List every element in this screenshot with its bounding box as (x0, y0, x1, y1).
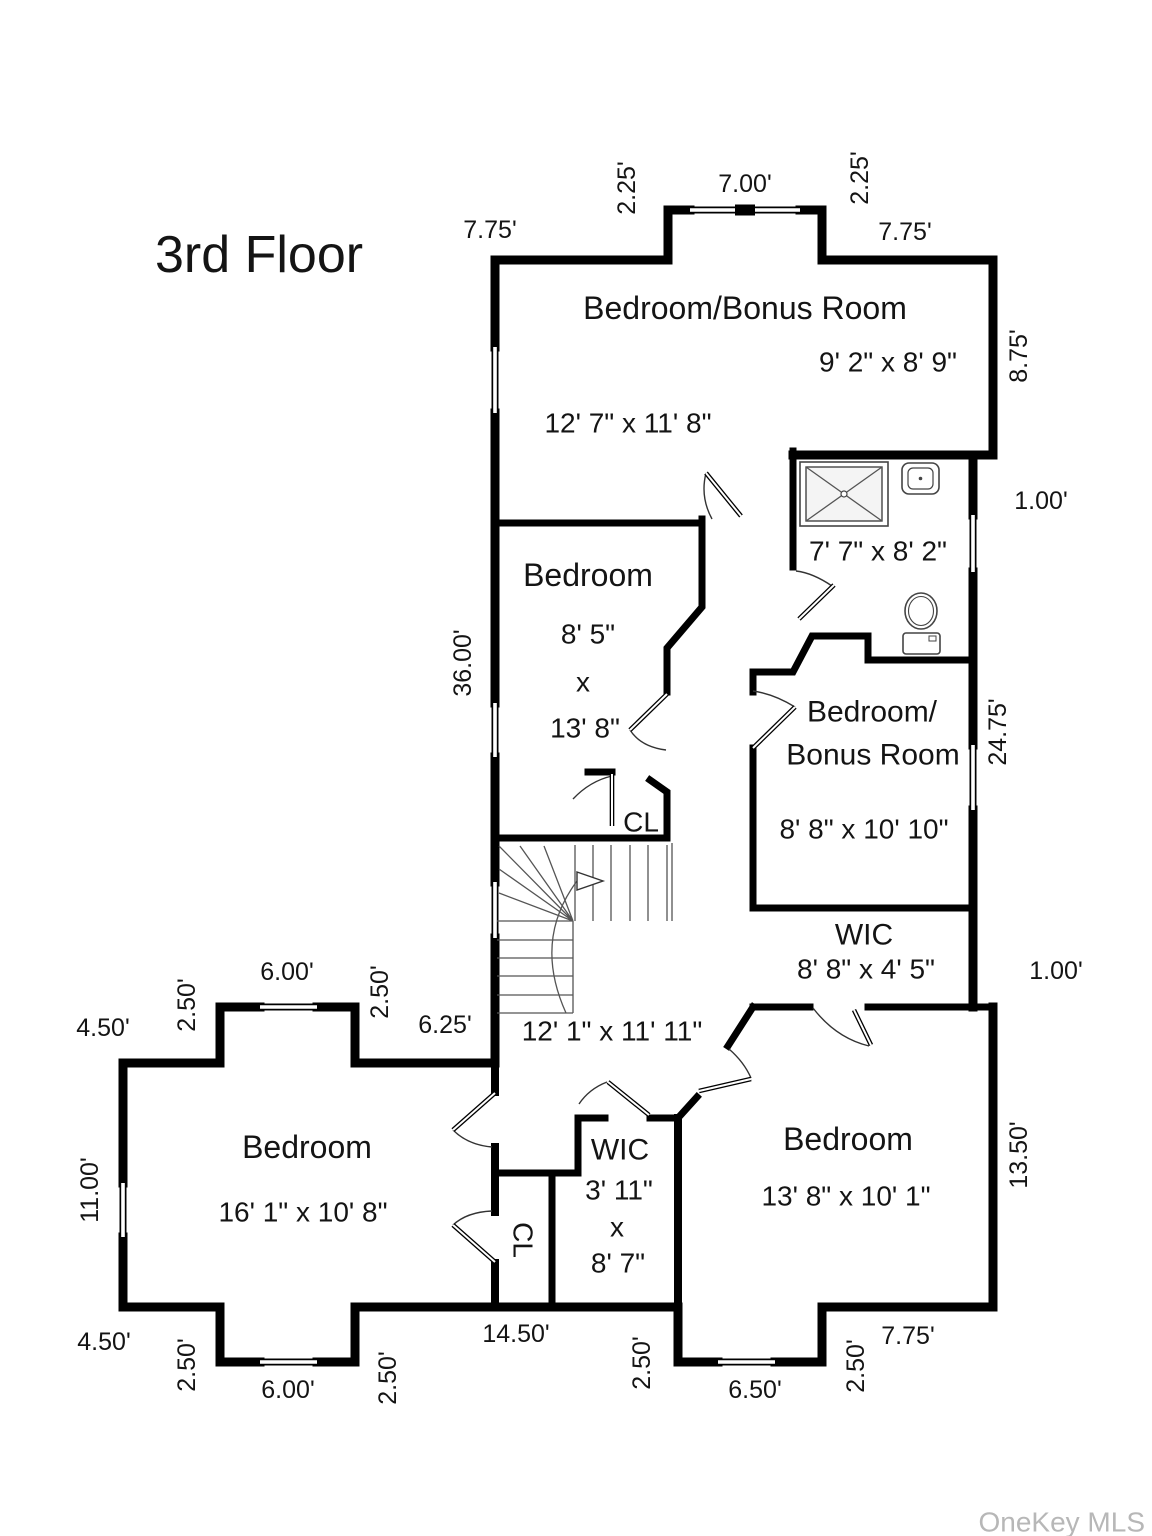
interior-walls (491, 447, 997, 1366)
room-dim-bedroom-left: 16' 1" x 10' 8" (218, 1197, 387, 1228)
dim-left-1100: 11.00' (76, 1157, 104, 1222)
window-top-bay (690, 204, 800, 216)
room-label-bedroom-left: Bedroom (242, 1129, 372, 1165)
room-dim-bedroom-mid-l: 13' 8" (550, 713, 620, 744)
dim-right-100-lower: 1.00' (1029, 957, 1082, 985)
door-hall-top (703, 471, 743, 520)
room-label-closet-bottom: CL (508, 1222, 539, 1258)
dim-bot-775: 7.75' (881, 1322, 934, 1350)
room-dim-bedroom-mid-w: 8' 5" (561, 619, 615, 650)
room-label-bedroom-mid: Bedroom (523, 557, 653, 593)
door-wic-bottom (578, 1080, 651, 1117)
shower-icon (799, 461, 889, 527)
dim-bl-top-250-left: 2.50' (173, 978, 201, 1031)
dim-right-2475: 24.75' (984, 698, 1012, 765)
dim-bot-250-a: 2.50' (173, 1338, 201, 1391)
room-label-bonus-top: Bedroom/Bonus Room (583, 290, 907, 326)
toilet-icon (902, 592, 941, 655)
room-label-wic-right: WIC (835, 919, 893, 952)
dim-bot-1450: 14.50' (482, 1320, 549, 1348)
room-dim-bonus-top-main: 12' 7" x 11' 8" (544, 408, 711, 439)
room-dim-bonus-right: 8' 8" x 10' 10" (779, 814, 948, 845)
room-dim-wic-right: 8' 8" x 4' 5" (797, 954, 935, 985)
room-dim-bathroom: 7' 7" x 8' 2" (809, 536, 947, 567)
stairs-icon (497, 843, 673, 1014)
dim-right-875: 8.75' (1005, 329, 1033, 382)
windows (119, 204, 977, 1366)
door-bedroom-mid (628, 692, 669, 751)
watermark: OneKey MLS (978, 1507, 1145, 1536)
dim-top-225-right: 2.25' (846, 151, 874, 204)
dim-top-225-left: 2.25' (613, 161, 641, 214)
room-label-bonus-right-2: Bonus Room (786, 739, 959, 772)
dim-top-775-left: 7.75' (463, 216, 516, 244)
bathroom-fixtures (799, 461, 941, 655)
dim-bot-250-b: 2.50' (374, 1351, 402, 1404)
room-label-bedroom-right: Bedroom (783, 1121, 913, 1157)
door-bedroom-left-upper (451, 1091, 497, 1148)
sink-icon (901, 462, 940, 495)
page-title: 3rd Floor (155, 226, 363, 284)
direction-arrow-icon (551, 871, 606, 1014)
dim-bot-650: 6.50' (728, 1376, 781, 1404)
dim-bot-250-c: 2.50' (628, 1336, 656, 1389)
room-dim-wic-bottom-w: 3' 11" (585, 1175, 653, 1206)
room-label-closet-mid: CL (623, 807, 659, 838)
dim-bl-top-450: 4.50' (76, 1014, 129, 1042)
dim-bl-top-600: 6.00' (260, 958, 313, 986)
room-dim-bedroom-right: 13' 8" x 10' 1" (761, 1181, 930, 1212)
doors (451, 471, 874, 1264)
door-closet-mid (572, 774, 615, 826)
room-dim-wic-bottom-l: 8' 7" (591, 1248, 645, 1279)
room-dim-wic-bottom-x: x (610, 1212, 624, 1243)
room-dim-hall: 12' 1" x 11' 11" (522, 1016, 703, 1047)
dim-right-1350: 13.50' (1005, 1121, 1033, 1188)
room-label-bonus-right-1: Bedroom/ (807, 696, 938, 729)
room-dim-bedroom-mid-x: x (576, 667, 590, 698)
dim-bot-250-d: 2.50' (842, 1339, 870, 1392)
door-wic-right (812, 1007, 874, 1047)
door-bedroom-left-lower (451, 1210, 497, 1264)
dim-bot-450: 4.50' (77, 1328, 130, 1356)
dim-top-700: 7.00' (718, 170, 771, 198)
door-toilet-nook (795, 570, 836, 621)
dim-bl-top-250-right: 2.50' (366, 965, 394, 1018)
room-label-wic-bottom: WIC (591, 1134, 649, 1167)
dim-left-3600: 36.00' (449, 629, 477, 696)
dim-bot-600: 6.00' (261, 1376, 314, 1404)
room-dim-bonus-top-inner: 9' 2" x 8' 9" (819, 347, 957, 378)
door-bonus-right (751, 690, 797, 750)
dim-top-775-right: 7.75' (878, 218, 931, 246)
dim-right-100-upper: 1.00' (1014, 487, 1067, 515)
door-bedroom-right-entry (698, 1048, 752, 1094)
dim-mid-625: 6.25' (418, 1011, 471, 1039)
